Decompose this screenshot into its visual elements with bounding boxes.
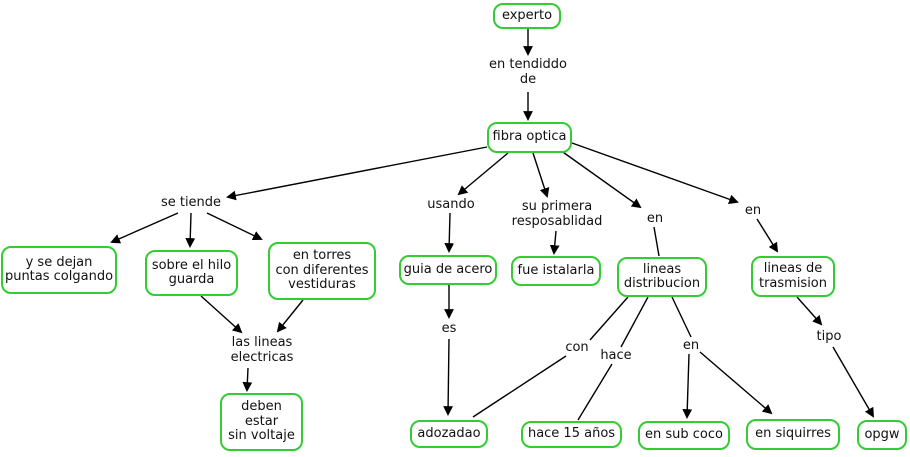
node-label: en siquirres	[755, 426, 831, 442]
node-label: lineas de	[763, 261, 823, 276]
node-adozadao[interactable]: adozadao	[410, 420, 488, 448]
edge-arrow	[559, 149, 642, 209]
node-fue-istalarla[interactable]: fue istalarla	[511, 256, 601, 286]
edge-line	[577, 363, 613, 421]
node-experto[interactable]: experto	[493, 3, 561, 29]
edge-arrow	[532, 152, 550, 198]
link-label-usando[interactable]: usando	[427, 197, 475, 213]
edge-line	[653, 226, 660, 257]
node-label: estar	[244, 413, 279, 429]
node-label: distribucion	[623, 276, 701, 291]
node-label: trasmision	[758, 275, 828, 291]
link-label-se-tiende[interactable]: se tiende	[160, 195, 222, 211]
edge-line	[671, 296, 692, 338]
node-label: con diferentes	[275, 262, 369, 278]
link-label-en-2[interactable]: en	[744, 203, 762, 219]
node-label: en torres	[292, 248, 352, 264]
edge-arrow	[276, 299, 304, 333]
link-label-text: resposablidad	[511, 213, 603, 229]
edge-arrow	[444, 212, 455, 253]
edge-arrow	[206, 212, 263, 241]
node-label: vestiduras	[288, 277, 356, 293]
link-label-es[interactable]: es	[441, 321, 457, 337]
link-label-hace[interactable]: hace	[600, 348, 632, 364]
edge-arrow	[682, 353, 693, 419]
node-label: fibra optica	[492, 129, 567, 145]
link-label-text: hace	[600, 348, 632, 363]
link-label-text: se tiende	[160, 195, 222, 210]
link-label-tipo[interactable]: tipo	[816, 329, 842, 345]
node-opgw[interactable]: opgw	[857, 420, 907, 450]
link-label-text: es	[441, 321, 457, 336]
edge-arrow	[226, 146, 488, 201]
node-en-siquirres[interactable]: en siquirres	[746, 419, 840, 450]
node-label: en sub coco	[645, 427, 723, 443]
node-label: guarda	[168, 272, 215, 287]
link-label-text: electricas	[230, 349, 294, 365]
node-label: puntas colgando	[4, 269, 114, 284]
edge-arrow	[832, 346, 874, 418]
edge-arrow	[110, 212, 179, 244]
node-hace-15-anos[interactable]: hace 15 años	[521, 421, 622, 448]
link-label-text: su primera	[521, 199, 593, 214]
node-en-sub-coco[interactable]: en sub coco	[638, 421, 730, 450]
link-label-text: en tendiddo	[488, 57, 568, 72]
node-label: sobre el hilo	[151, 257, 232, 273]
node-label: hace 15 años	[527, 426, 616, 442]
link-label-text: tipo	[816, 329, 842, 344]
node-label: fue istalarla	[517, 262, 595, 278]
link-label-text: de	[519, 71, 537, 87]
edge-arrow	[549, 230, 560, 255]
edge-arrow	[457, 152, 509, 196]
node-label: adozadao	[417, 425, 481, 441]
edge-line	[472, 355, 567, 418]
node-guia-de-acero[interactable]: guia de acero	[399, 255, 497, 285]
edge-arrow	[756, 218, 779, 253]
link-label-text: en	[646, 211, 664, 226]
link-label-text: con	[565, 340, 589, 355]
edge-arrow	[796, 296, 823, 326]
link-label-en-3[interactable]: en	[682, 338, 700, 354]
node-fibra-optica[interactable]: fibra optica	[487, 122, 572, 153]
edge-arrow	[443, 338, 454, 416]
link-label-en-1[interactable]: en	[646, 211, 664, 227]
edge-arrow	[699, 351, 773, 415]
edge-arrow	[200, 295, 243, 334]
link-label-con[interactable]: con	[565, 340, 589, 356]
node-label: lineas	[642, 261, 682, 277]
link-label-text: usando	[427, 197, 475, 212]
node-label: opgw	[864, 426, 900, 442]
edge-arrow	[185, 212, 196, 248]
edge-line	[620, 296, 649, 348]
edge-arrow	[571, 142, 739, 204]
edge-line	[589, 296, 629, 341]
node-label: guia de acero	[403, 261, 493, 277]
node-label: sin voltaje	[228, 428, 295, 444]
edge-arrow	[242, 367, 253, 392]
node-label: deben	[241, 399, 282, 415]
link-label-text: en	[682, 338, 700, 353]
node-label: experto	[501, 7, 553, 23]
link-label-text: en	[744, 203, 762, 218]
link-label-text: las lineas	[231, 335, 293, 350]
node-label: y se dejan	[25, 254, 93, 270]
